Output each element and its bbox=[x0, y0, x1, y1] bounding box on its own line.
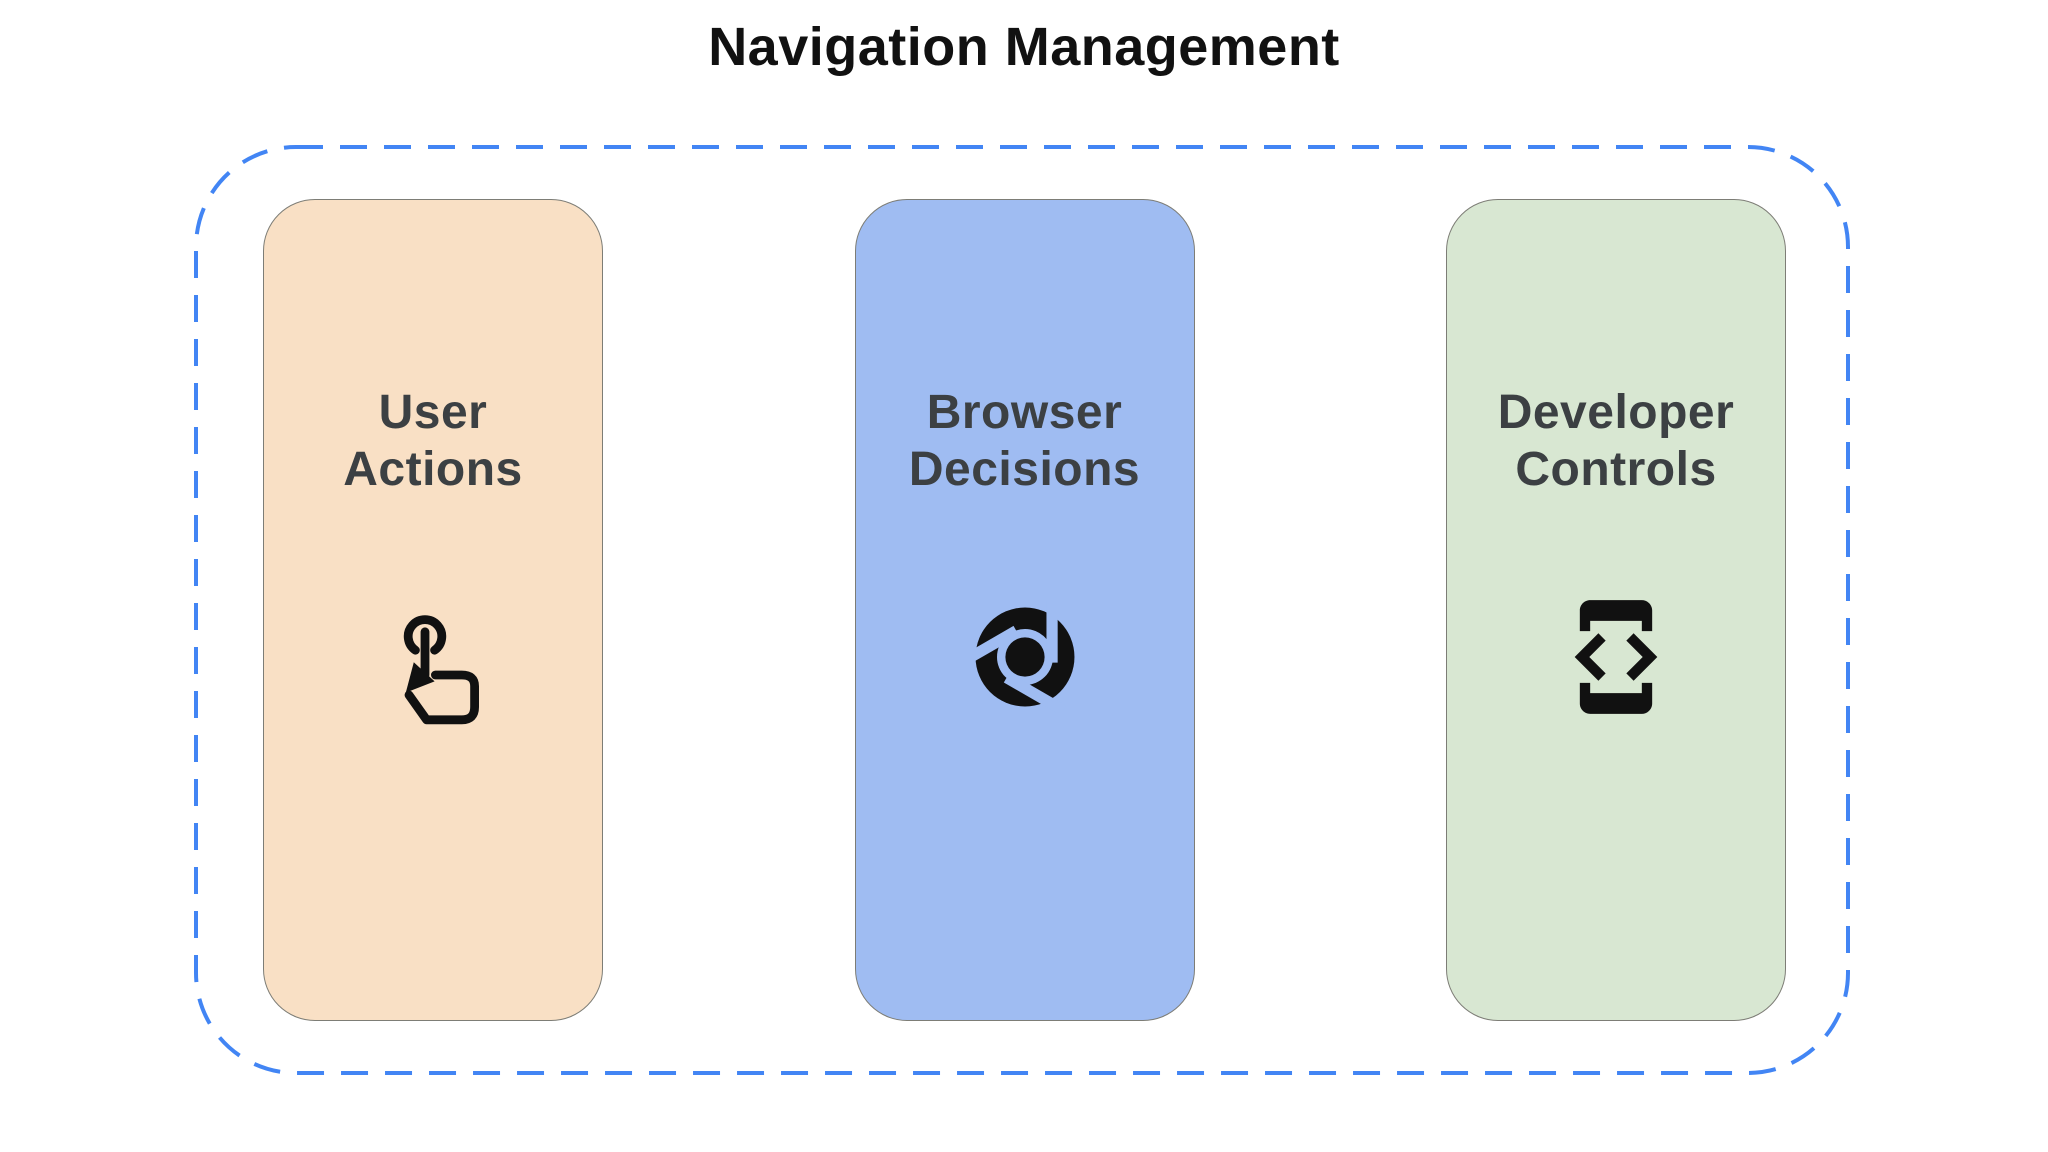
card-title-line: User bbox=[378, 386, 488, 439]
card-title-line: Actions bbox=[343, 443, 523, 496]
chrome-browser-icon bbox=[968, 601, 1074, 713]
card-title-line: Developer bbox=[1497, 386, 1735, 439]
card-user-actions: User Actions bbox=[263, 199, 603, 1021]
dashed-boundary-outline bbox=[194, 145, 1850, 1075]
card-title-line: Decisions bbox=[908, 443, 1141, 496]
tap-gesture-icon bbox=[403, 615, 479, 725]
developer-mode-icon bbox=[1574, 600, 1658, 714]
flow-boundary: User Actions Browser Decisions bbox=[194, 145, 1850, 1075]
card-icon-area bbox=[1554, 582, 1678, 732]
card-title-line: Browser bbox=[926, 386, 1123, 439]
card-developer-controls: Developer Controls bbox=[1446, 199, 1786, 1021]
cards-row: User Actions Browser Decisions bbox=[194, 145, 1850, 1075]
card-title: Browser Decisions bbox=[909, 384, 1140, 498]
card-title: User Actions bbox=[343, 384, 523, 498]
card-browser-decisions: Browser Decisions bbox=[854, 199, 1195, 1021]
card-title-line: Controls bbox=[1515, 443, 1717, 496]
page-title: Navigation Management bbox=[708, 17, 1340, 77]
card-icon-area bbox=[385, 582, 481, 732]
card-title: Developer Controls bbox=[1498, 384, 1735, 498]
dashed-boundary-rect bbox=[194, 145, 1850, 1075]
card-icon-area bbox=[968, 582, 1081, 732]
